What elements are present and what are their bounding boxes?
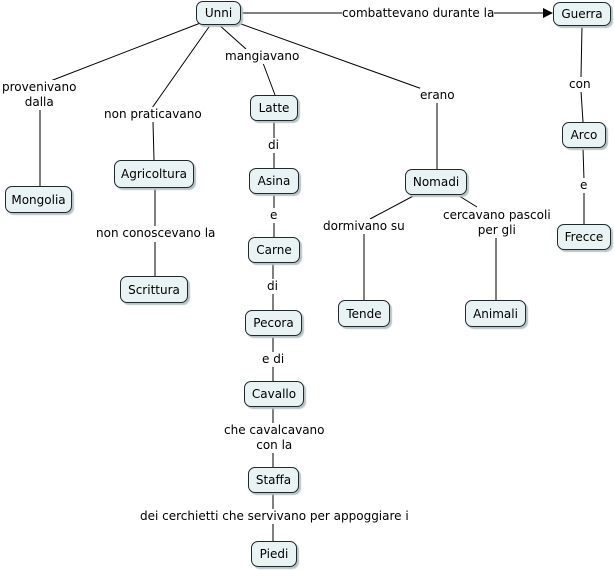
link-label-cercavano: cercavano pascoli per gli: [443, 208, 551, 238]
edge-nomadi-cercavano: [455, 193, 478, 208]
concept-node-arco[interactable]: Arco: [562, 122, 606, 148]
concept-node-latte[interactable]: Latte: [250, 95, 298, 121]
concept-node-piedi[interactable]: Piedi: [251, 541, 297, 567]
link-label-con: con: [569, 77, 591, 92]
edge-unni-mangiavano: [217, 23, 247, 50]
link-label-erano: erano: [420, 88, 455, 103]
link-label-e-frecce: e: [580, 178, 588, 193]
link-label-provenivano: provenivano dalla: [2, 80, 77, 110]
link-label-dormivano: dormivano su: [323, 219, 405, 234]
concept-node-agricoltura[interactable]: Agricoltura: [114, 160, 194, 188]
edge-unni-provenivano: [39, 21, 204, 86]
edge-nonpraticavano-agricoltura: [152, 121, 155, 161]
link-label-combattevano: combattevano durante la: [342, 6, 495, 21]
link-label-mangiavano: mangiavano: [225, 49, 300, 64]
concept-node-pecora[interactable]: Pecora: [245, 310, 302, 336]
link-label-cerchietti: dei cerchietti che servivano per appoggi…: [140, 509, 409, 524]
concept-node-staffa[interactable]: Staffa: [248, 467, 299, 493]
concept-node-asina[interactable]: Asina: [249, 168, 299, 194]
edge-unni-erano: [229, 19, 426, 91]
link-label-e-di: e di: [262, 352, 285, 367]
link-label-cavalcavano: che cavalcavano con la: [224, 423, 325, 453]
link-label-di-asina: di: [268, 138, 279, 153]
concept-node-tende[interactable]: Tende: [338, 300, 390, 327]
concept-node-cavallo[interactable]: Cavallo: [244, 381, 304, 407]
link-label-di-pecora: di: [267, 279, 278, 294]
link-label-e-carne: e: [270, 208, 278, 223]
edge-unni-nonpraticavano: [151, 23, 212, 109]
link-label-non-praticavano: non praticavano: [104, 107, 202, 122]
concept-node-scrittura[interactable]: Scrittura: [120, 276, 188, 303]
concept-node-unni[interactable]: Unni: [196, 1, 241, 25]
concept-node-mongolia[interactable]: Mongolia: [5, 186, 72, 213]
concept-node-nomadi[interactable]: Nomadi: [405, 169, 467, 195]
concept-node-animali[interactable]: Animali: [465, 300, 526, 327]
edge-nomadi-dormivano: [369, 193, 418, 220]
concept-node-carne[interactable]: Carne: [248, 237, 300, 263]
edge-arco-e: [582, 147, 585, 181]
edge-con-arco: [580, 90, 584, 123]
edge-mangiavano-latte: [262, 62, 276, 96]
concept-node-guerra[interactable]: Guerra: [553, 2, 611, 26]
link-label-non-conoscevano: non conoscevano la: [96, 226, 216, 241]
edge-guerra-con: [580, 25, 583, 78]
concept-node-frecce[interactable]: Frecce: [557, 224, 611, 250]
